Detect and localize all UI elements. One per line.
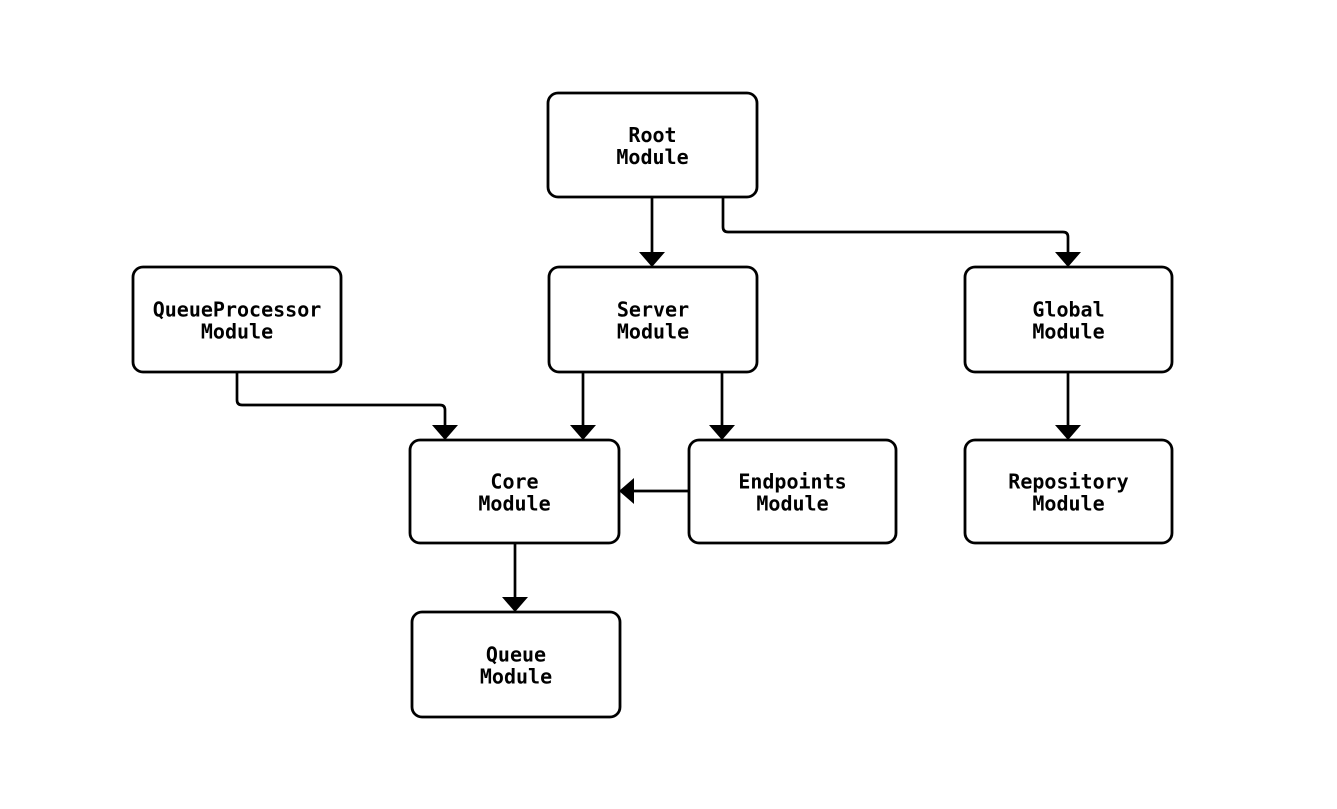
node-label-line: Repository — [1008, 470, 1128, 494]
node-label-line: Module — [1032, 492, 1104, 516]
edge-root-to-server — [639, 197, 665, 267]
node-label-line: Module — [480, 665, 552, 689]
node-label-line: Module — [478, 492, 550, 516]
node-label-line: Core — [490, 470, 538, 494]
arrowhead-icon — [432, 425, 458, 440]
node-box — [410, 610, 622, 719]
edge-line — [721, 197, 1070, 254]
node-box — [131, 265, 343, 374]
arrowhead-icon — [709, 425, 735, 440]
arrowhead-icon — [639, 252, 665, 267]
edge-server-to-core — [570, 372, 596, 440]
node-box — [546, 91, 759, 199]
node-box — [963, 438, 1174, 545]
arrowhead-icon — [1055, 252, 1081, 267]
node-label-line: Global — [1032, 298, 1104, 322]
node-label-line: QueueProcessor — [153, 298, 322, 322]
edge-global-to-repository — [1055, 372, 1081, 440]
edge-queueprocessor-to-core — [235, 372, 458, 440]
edge-line — [235, 372, 447, 427]
node-label-line: Module — [617, 320, 689, 344]
node-label-line: Module — [616, 145, 688, 169]
node-label-line: Server — [617, 298, 689, 322]
node-label-line: Module — [756, 492, 828, 516]
node-label-line: Module — [201, 320, 273, 344]
edge-core-to-queue — [502, 543, 528, 612]
edge-endpoints-to-core — [619, 478, 689, 504]
node-box — [547, 265, 759, 374]
node-label-line: Queue — [486, 643, 546, 667]
arrowhead-icon — [570, 425, 596, 440]
node-label-line: Root — [628, 123, 676, 147]
node-label-line: Endpoints — [738, 470, 846, 494]
node-box — [963, 265, 1174, 374]
arrowhead-icon — [619, 478, 634, 504]
node-box — [408, 438, 621, 545]
arrowhead-icon — [1055, 425, 1081, 440]
node-label-line: Module — [1032, 320, 1104, 344]
node-box — [687, 438, 898, 545]
edge-root-to-global — [721, 197, 1081, 267]
arrowhead-icon — [502, 597, 528, 612]
edge-server-to-endpoints — [709, 372, 735, 440]
